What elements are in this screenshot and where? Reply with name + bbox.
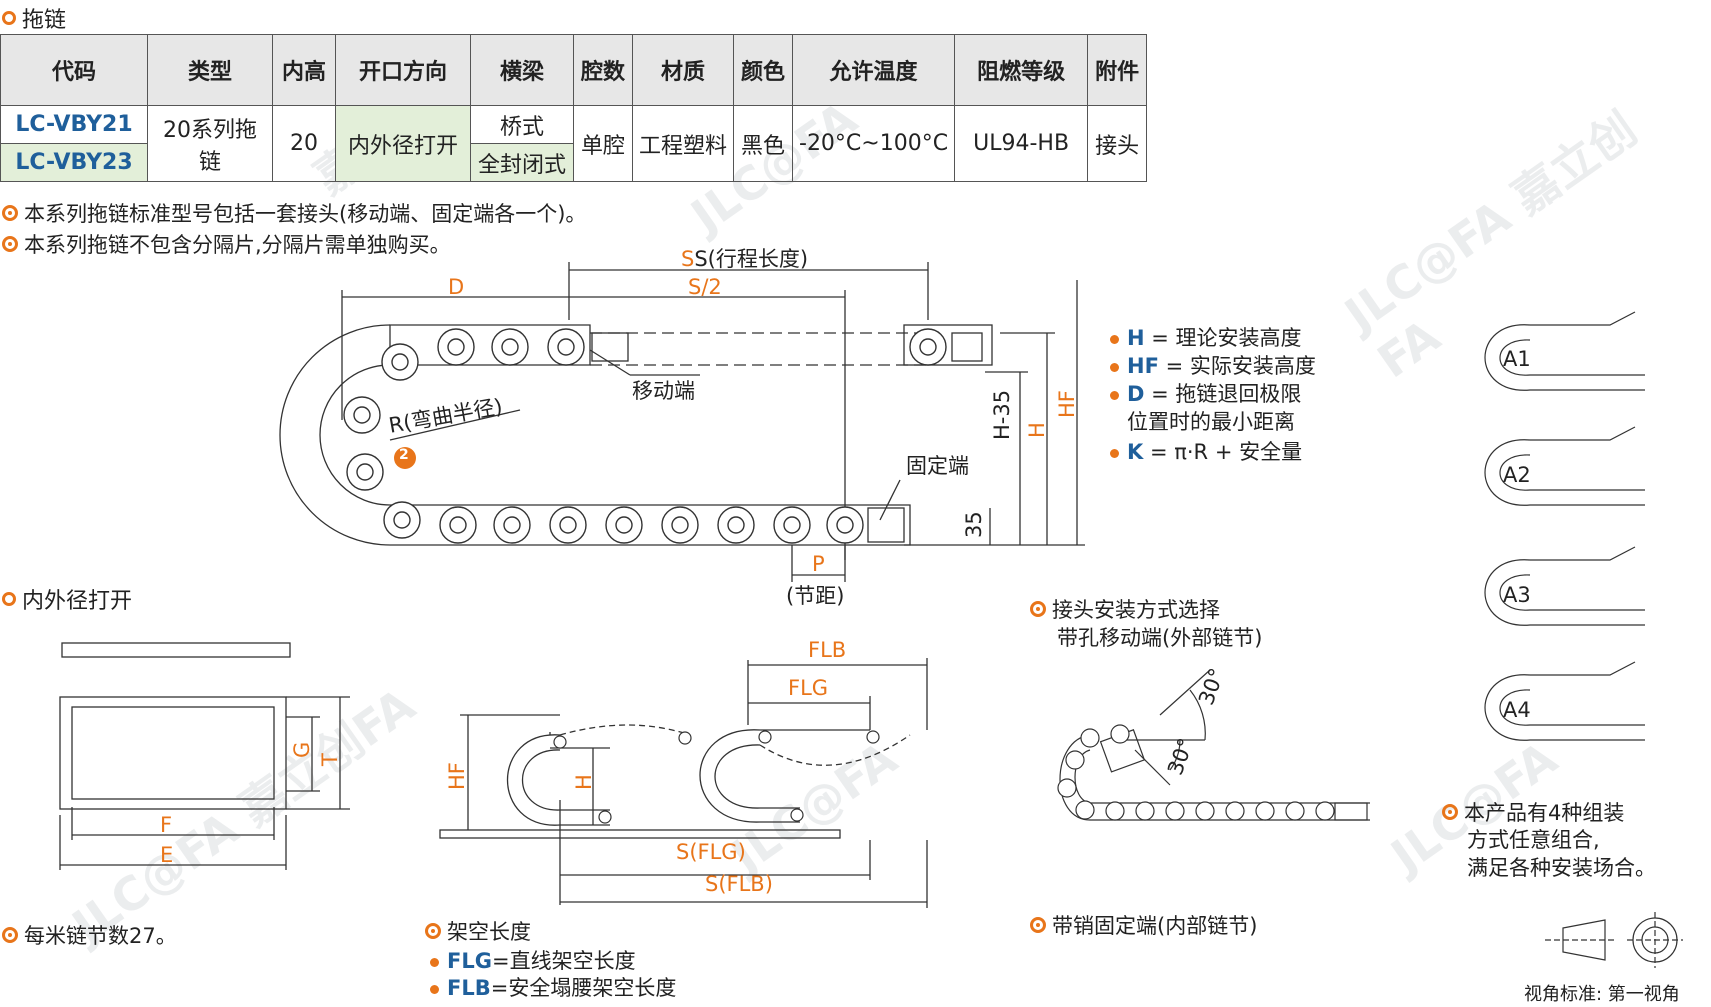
dot-icon xyxy=(430,984,439,994)
h-35-label: H-35 xyxy=(990,389,1014,440)
note-line: 本系列拖链标准型号包括一套接头(移动端、固定端各一个)。 xyxy=(2,198,586,228)
col-header: 颜色 xyxy=(733,34,793,106)
s-half-label: S/2 xyxy=(688,275,722,299)
pin-fixed-note: 带销固定端(内部链节) xyxy=(1030,910,1257,940)
per-meter-note: 每米链节数27。 xyxy=(2,920,177,950)
dim-35-label: 35 xyxy=(962,511,986,538)
span-note: FLG=直线架空长度 xyxy=(430,945,636,975)
ring-bullet-icon xyxy=(2,11,16,25)
col-header: 阻燃等级 xyxy=(954,34,1089,106)
note-text: 本系列拖链标准型号包括一套接头(移动端、固定端各一个)。 xyxy=(24,202,587,226)
dot-icon xyxy=(1110,334,1119,344)
spec-table: 代码 类型 内高 开口方向 横梁 腔数 材质 颜色 允许温度 阻燃等级 附件 L… xyxy=(0,34,1148,182)
span-note: FLB=安全塌腰架空长度 xyxy=(430,972,676,1002)
ring-dot-icon xyxy=(2,236,18,252)
table-cell: -20°C~100°C xyxy=(791,105,956,182)
e-label: E xyxy=(160,843,174,867)
section-title: 拖链 xyxy=(2,2,66,34)
ring-dot-icon xyxy=(1442,804,1458,820)
table-cell: 全封闭式 xyxy=(470,143,574,182)
ring-dot-icon xyxy=(2,205,18,221)
note-line: 本系列拖链不包含分隔片,分隔片需单独购买。 xyxy=(2,229,451,259)
col-header: 代码 xyxy=(0,34,148,106)
legend-item: HF = 实际安装高度 xyxy=(1110,350,1316,380)
ring-dot-icon xyxy=(2,927,18,943)
span-title: 架空长度 xyxy=(425,916,531,946)
t-label: T xyxy=(318,753,342,766)
legend-item: H = 理论安装高度 xyxy=(1110,322,1302,352)
assembly-label: A3 xyxy=(1503,583,1531,607)
section-title-text: 拖链 xyxy=(22,8,67,33)
ring-bullet-icon xyxy=(2,592,16,606)
table-cell: UL94-HB xyxy=(954,105,1089,182)
assembly-diagrams xyxy=(1484,311,1645,741)
col-header: 横梁 xyxy=(470,34,574,106)
ring-dot-icon xyxy=(1030,601,1046,617)
sflg-label: S(FLG) xyxy=(676,840,746,864)
col-header: 腔数 xyxy=(573,34,633,106)
ring-dot-icon xyxy=(1030,917,1046,933)
assembly-label: A1 xyxy=(1503,347,1531,371)
table-cell: 20系列拖链 xyxy=(147,105,273,182)
note-text: 本系列拖链不包含分隔片,分隔片需单独购买。 xyxy=(24,233,451,257)
sflb-label: S(FLB) xyxy=(705,872,773,896)
joint-diagram xyxy=(1057,669,1370,821)
dot-icon xyxy=(1110,448,1119,458)
joint-subtitle: 带孔移动端(外部链节) xyxy=(1057,626,1263,650)
span-diagram xyxy=(439,658,928,908)
product-code-cell: LC-VBY21 xyxy=(0,105,148,144)
col-header: 类型 xyxy=(147,34,273,106)
dot-icon xyxy=(430,957,439,967)
assembly-label: A4 xyxy=(1503,698,1531,722)
table-cell: 桥式 xyxy=(470,105,574,144)
moving-end-label: 移动端 xyxy=(632,379,695,403)
assembly-label: A2 xyxy=(1503,463,1531,487)
hf-label: HF xyxy=(1055,390,1079,418)
product-code-cell: LC-VBY23 xyxy=(0,143,148,182)
col-header: 允许温度 xyxy=(791,34,956,106)
table-cell: 工程塑料 xyxy=(632,105,734,182)
g-label: G xyxy=(290,741,314,758)
f-label: F xyxy=(160,813,173,837)
table-cell: 接头 xyxy=(1087,105,1148,182)
ring-dot-icon xyxy=(425,923,441,939)
table-cell: 内外径打开 xyxy=(335,105,471,182)
view-standard: 视角标准: 第一视角 xyxy=(1524,984,1680,1005)
legend-item: 位置时的最小距离 xyxy=(1127,410,1295,434)
open-section-title: 内外径打开 xyxy=(2,583,132,615)
p-label: P xyxy=(812,552,825,576)
table-cell: 单腔 xyxy=(573,105,633,182)
r-badge: 2 xyxy=(399,447,409,463)
span-hf-label: HF xyxy=(445,762,469,790)
d-label: D xyxy=(448,275,465,299)
joint-title: 接头安装方式选择 xyxy=(1030,594,1220,624)
flb-label: FLB xyxy=(808,638,847,662)
legend-item: K = π·R + 安全量 xyxy=(1110,436,1302,466)
s-label: SS(行程长度) xyxy=(681,247,809,271)
h-label: H xyxy=(1025,422,1049,438)
assembly-note: 本产品有4种组装 xyxy=(1442,797,1624,827)
cross-section-diagram xyxy=(59,642,350,870)
assembly-note: 方式任意组合, xyxy=(1467,828,1600,852)
col-header: 附件 xyxy=(1087,34,1148,106)
assembly-note: 满足各种安装场合。 xyxy=(1467,856,1656,880)
view-symbol xyxy=(1545,912,1683,968)
pitch-label: (节距) xyxy=(786,584,845,608)
fixed-end-label: 固定端 xyxy=(906,454,969,478)
dot-icon xyxy=(1110,390,1119,400)
legend-item: D = 拖链退回极限 xyxy=(1110,378,1301,408)
span-h-label: H xyxy=(572,774,596,790)
flg-label: FLG xyxy=(788,676,829,700)
dot-icon xyxy=(1110,362,1119,372)
